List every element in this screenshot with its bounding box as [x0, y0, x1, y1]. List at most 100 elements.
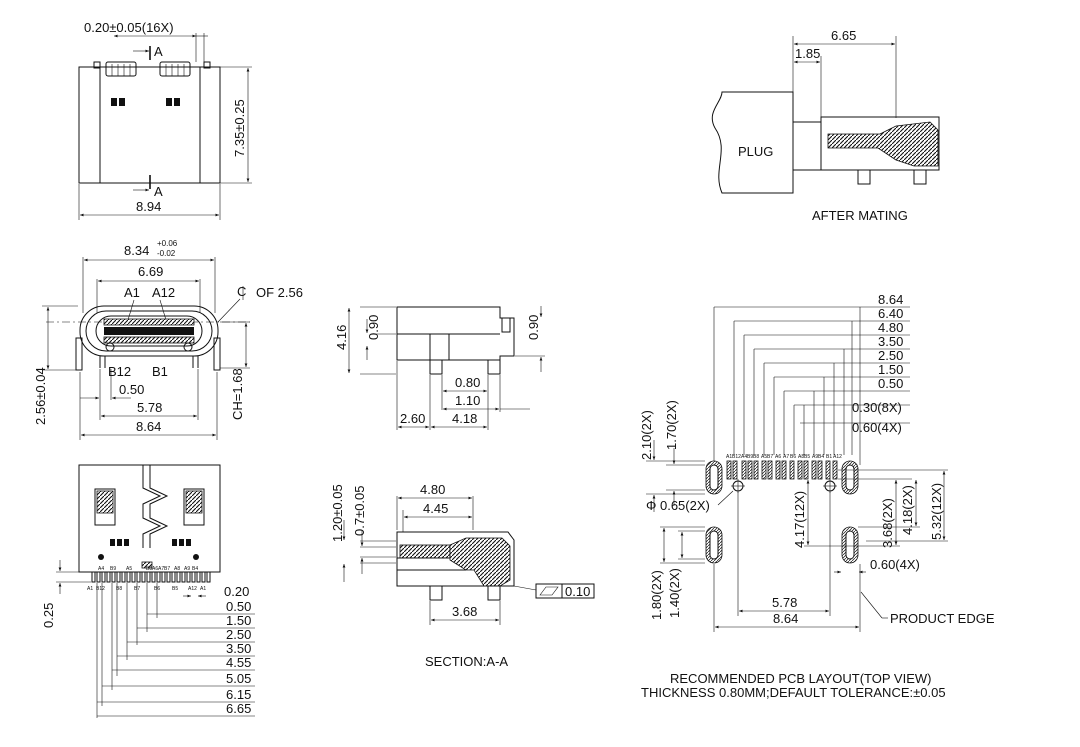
- side-dim-110: 1.10: [455, 393, 480, 408]
- bottom-pin-labels-bottom: A1 B12 B8 B7 B6 B5 A12 A1: [87, 586, 206, 592]
- section-flatness: 0.10: [565, 584, 590, 599]
- section-dim-120: 1.20±0.05: [330, 484, 345, 542]
- front-legspan-label: 5.78: [137, 400, 162, 415]
- pin-label: B12: [96, 586, 105, 592]
- pad-label: A5: [761, 454, 767, 460]
- pad-label: B4: [818, 454, 824, 460]
- pcb-dim: 2.50: [878, 348, 903, 363]
- mating-dim-665: 6.65: [831, 28, 856, 43]
- pcb-dim-418: 4.18(2X): [900, 485, 915, 535]
- pin-label: A6: [152, 566, 158, 572]
- top-width-label: 8.94: [136, 199, 161, 214]
- front-overall-label: 8.64: [136, 419, 161, 434]
- side-dim-260: 2.60: [400, 411, 425, 426]
- pad-label: B9: [747, 454, 753, 460]
- bottom-dim: 1.50: [226, 613, 251, 628]
- section-view: 4.80 4.45 1.20±0.05 0.7±0.05 3.68 0.10 S…: [330, 482, 595, 669]
- bottom-dim: 6.15: [226, 687, 251, 702]
- section-a-bottom: A: [154, 184, 163, 199]
- section-a-top: A: [154, 44, 163, 59]
- side-dim-418: 4.18: [452, 411, 477, 426]
- product-edge-label: PRODUCT EDGE: [890, 611, 995, 626]
- label-b1: B1: [152, 364, 168, 379]
- pcb-dim-ladder: 8.64 6.40 4.80 3.50 2.50 1.50 0.50 0.30(…: [713, 292, 910, 465]
- pcb-dim-368: 3.68(2X): [880, 498, 895, 548]
- pcb-dim: 8.64: [878, 292, 903, 307]
- side-right-offset: 0.90: [526, 315, 541, 340]
- bottom-dim: 3.50: [226, 641, 251, 656]
- pcb-dim: 1.50: [878, 362, 903, 377]
- pcb-dim: 3.50: [878, 334, 903, 349]
- pad-label: A6: [775, 454, 781, 460]
- pcb-dim: 4.80: [878, 320, 903, 335]
- pin-label: A1: [87, 586, 93, 592]
- section-dim-480: 4.80: [420, 482, 445, 497]
- pin-label: B9: [110, 566, 116, 572]
- bottom-dim-025: 0.25: [41, 603, 56, 628]
- pcb-dim-060b: 0.60(4X): [870, 557, 920, 572]
- mating-dim-185: 1.85: [795, 46, 820, 61]
- pad-label: B7: [767, 454, 773, 460]
- pad-label: A4: [741, 454, 747, 460]
- pcb-dim-417: 4.17(12X): [792, 491, 807, 548]
- bottom-dim: 6.65: [226, 701, 251, 716]
- pcb-caption-2: THICKNESS 0.80MM;DEFAULT TOLERANCE:±0.05: [641, 685, 946, 700]
- top-pins: [93, 61, 211, 77]
- top-pitch-label: 0.20±0.05(16X): [84, 20, 174, 35]
- section-dim-07: 0.7±0.05: [352, 485, 367, 536]
- pad-label: B1: [826, 454, 832, 460]
- mating-caption: AFTER MATING: [812, 208, 908, 223]
- pcb-dim-140: 1.40(2X): [667, 568, 682, 618]
- pcb-dim: 6.40: [878, 306, 903, 321]
- pcb-dim-170: 1.70(2X): [664, 400, 679, 450]
- section-caption: SECTION:A-A: [425, 654, 508, 669]
- pin-label: B7: [164, 566, 170, 572]
- label-b12: B12: [108, 364, 131, 379]
- front-tol-plus: +0.06: [157, 239, 178, 248]
- label-a1: A1: [124, 285, 140, 300]
- pin-label: B4: [192, 566, 198, 572]
- side-left-offset: 0.90: [366, 315, 381, 340]
- bottom-dim-ladder: 0.50 1.50 2.50 3.50 4.55 5.05 6.15 6.65: [96, 583, 255, 718]
- top-view: 0.20±0.05(16X) A A: [78, 20, 252, 220]
- section-dim-445: 4.45: [423, 501, 448, 516]
- pad-label: B12: [732, 454, 741, 460]
- bottom-dim: 5.05: [226, 671, 251, 686]
- pad-label: B8: [753, 454, 759, 460]
- pcb-dim: 0.30(8X): [852, 400, 902, 415]
- pcb-dim-180: 1.80(2X): [649, 570, 664, 620]
- pcb-dim: 0.60(4X): [852, 420, 902, 435]
- pad-label: A1: [726, 454, 732, 460]
- mating-view: 6.65 1.85 PLUG AFTER MATING: [711, 28, 940, 223]
- top-height-label: 7.35±0.25: [232, 99, 247, 157]
- pad-label: B6: [790, 454, 796, 460]
- pcb-dim: 0.50: [878, 376, 903, 391]
- bottom-pin-labels-top: A4 B9 A5 B8 A6 A7 B7 A8 A9 B4: [98, 566, 198, 572]
- front-width-label: 8.34: [124, 243, 149, 258]
- side-height-label: 4.16: [334, 325, 349, 350]
- pad-label: A7: [783, 454, 789, 460]
- plug-label: PLUG: [738, 144, 773, 159]
- section-dim-368: 3.68: [452, 604, 477, 619]
- pin-label: B8: [146, 566, 152, 572]
- pcb-dim-578: 5.78: [772, 595, 797, 610]
- side-dim-080: 0.80: [455, 375, 480, 390]
- pin-label: B8: [116, 586, 122, 592]
- label-a12: A12: [152, 285, 175, 300]
- pcb-pads: [726, 460, 838, 480]
- front-ch-label: CH=1.68: [230, 368, 245, 420]
- centerline-symbol: C: [237, 284, 246, 299]
- bottom-dim-020: 0.20: [224, 584, 249, 599]
- pin-label: A7: [158, 566, 164, 572]
- pcb-dim-210: 2.10(2X): [639, 410, 654, 460]
- pad-label: A9: [812, 454, 818, 460]
- front-height-label: 2.56±0.04: [33, 367, 48, 425]
- pin-label: B5: [172, 586, 178, 592]
- bottom-dim: 2.50: [226, 627, 251, 642]
- pin-label: A4: [98, 566, 104, 572]
- side-view: 4.16 0.90 0.90 0.80 1.10 2.60 4.18: [334, 306, 545, 430]
- pad-label: A8: [798, 454, 804, 460]
- pcb-dim-864: 8.64: [773, 611, 798, 626]
- pcb-dim-532: 5.32(12X): [929, 483, 944, 540]
